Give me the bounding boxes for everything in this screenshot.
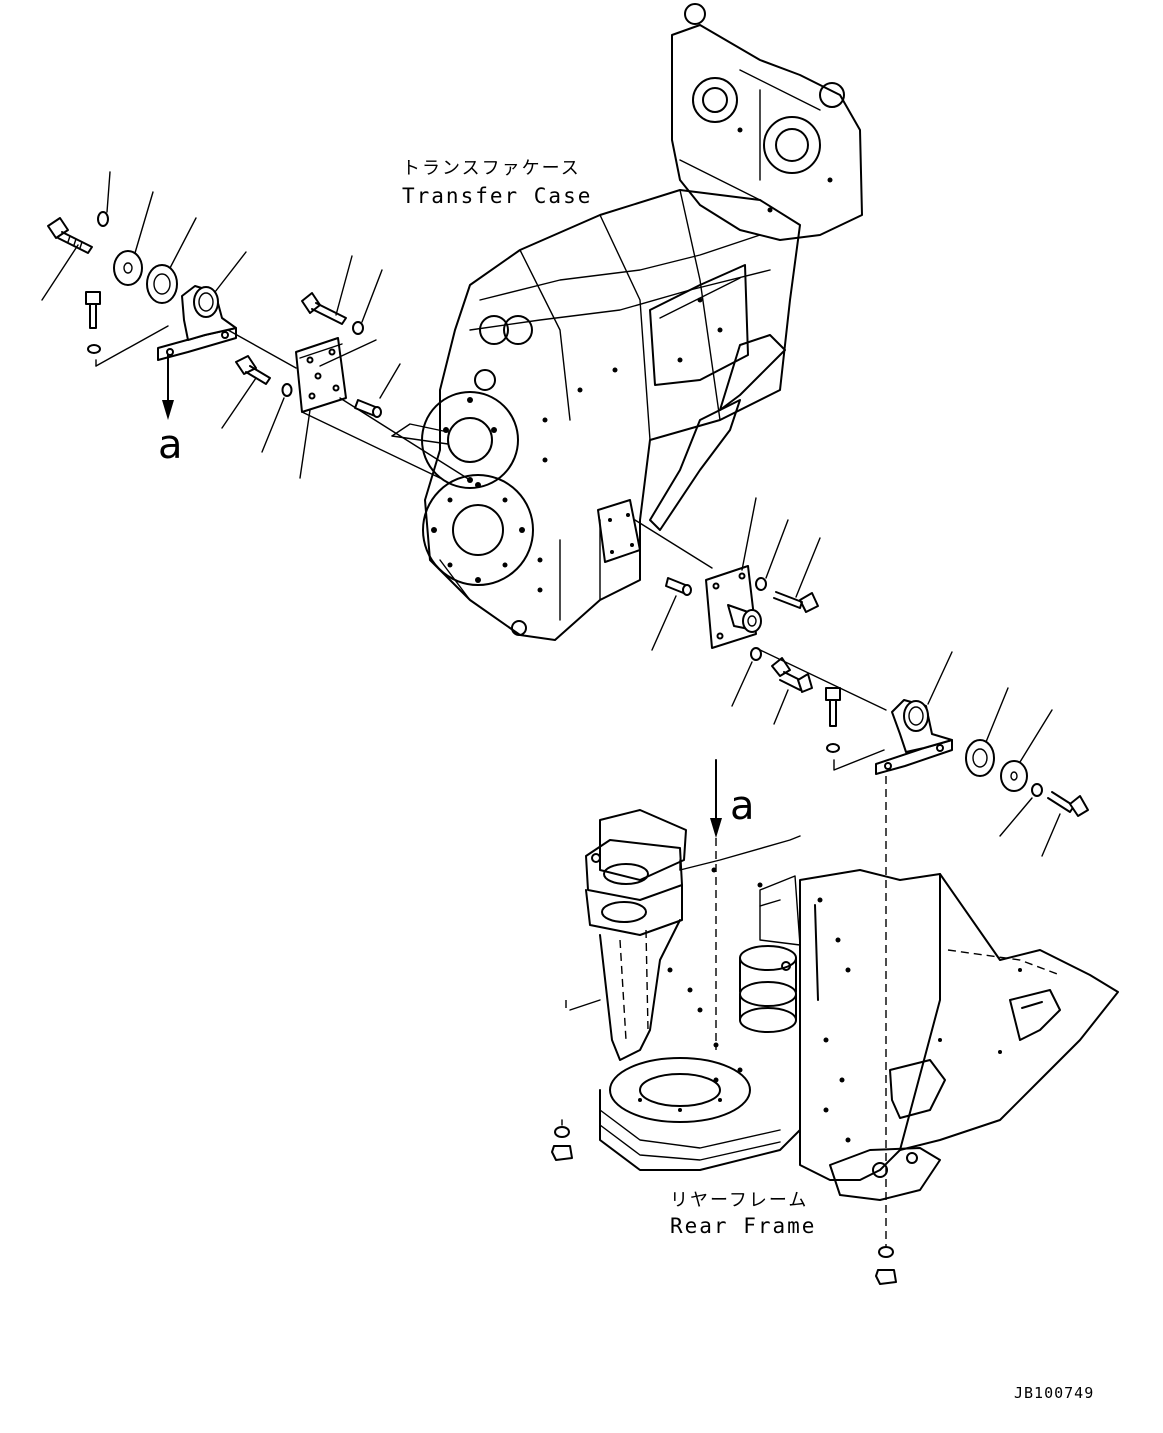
cap-screw-icon	[85, 291, 101, 329]
washer-icon	[97, 211, 109, 227]
bolt-icon	[301, 292, 347, 325]
bolt-icon	[1047, 791, 1089, 817]
view-arrow-label-right: a	[730, 783, 755, 829]
bolt-icon	[47, 217, 93, 254]
washer-icon	[878, 1246, 894, 1258]
spacer-washer-icon	[1000, 760, 1028, 792]
washer-icon	[755, 577, 767, 591]
transfer-case	[421, 3, 863, 641]
bolt-icon	[773, 591, 819, 613]
washer-icon	[352, 321, 364, 335]
arrow-a-head-icon	[710, 818, 722, 838]
thrust-washer-icon	[146, 264, 178, 304]
thrust-washer-icon	[965, 739, 995, 777]
washer-icon	[281, 383, 293, 397]
spacer-washer-icon	[113, 250, 143, 286]
rear-frame	[551, 809, 1119, 1285]
transfer-case-label-en: Transfer Case	[402, 184, 593, 208]
dowel-pin-icon	[665, 577, 692, 596]
rear-frame-label-en: Rear Frame	[670, 1214, 817, 1238]
mount-plate-icon	[295, 337, 347, 413]
bolt-icon	[235, 355, 271, 385]
right-mount-assembly	[634, 497, 1089, 1250]
washer-icon	[87, 344, 101, 354]
rear-frame-label-jp: リヤーフレーム	[670, 1190, 809, 1211]
washer-icon	[554, 1126, 570, 1138]
dowel-pin-icon	[354, 399, 382, 418]
transfer-case-label-jp: トランスファケース	[402, 158, 581, 179]
bolt-icon	[771, 657, 813, 693]
washer-icon	[826, 743, 840, 753]
arrow-a-head-icon	[162, 400, 174, 420]
nut-icon	[551, 1145, 573, 1161]
nut-icon	[875, 1269, 897, 1285]
left-mount-assembly	[41, 171, 471, 481]
pedestal-bracket-icon	[875, 699, 953, 775]
drawing-code: JB100749	[1014, 1384, 1095, 1402]
mount-plate-icon	[705, 565, 762, 649]
cap-screw-icon	[825, 687, 841, 727]
view-arrow-label-left: a	[158, 422, 183, 468]
washer-icon	[1031, 783, 1043, 797]
pedestal-bracket-icon	[157, 285, 237, 361]
